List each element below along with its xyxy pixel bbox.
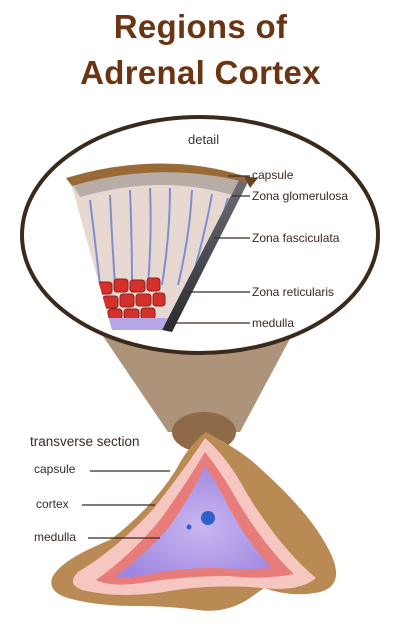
detail-heading: detail xyxy=(188,132,219,147)
section-label-capsule: capsule xyxy=(34,462,75,476)
section-label-cortex: cortex xyxy=(36,497,69,511)
label-zona-glomerulosa: Zona glomerulosa xyxy=(252,189,348,203)
label-capsule: capsule xyxy=(252,168,293,182)
label-zona-fasciculata: Zona fasciculata xyxy=(252,231,339,245)
label-medulla: medulla xyxy=(252,316,294,330)
section-label-medulla: medulla xyxy=(34,530,76,544)
section-heading: transverse section xyxy=(30,434,140,449)
label-zona-reticularis: Zona reticularis xyxy=(252,285,334,299)
central-vein xyxy=(201,511,215,525)
